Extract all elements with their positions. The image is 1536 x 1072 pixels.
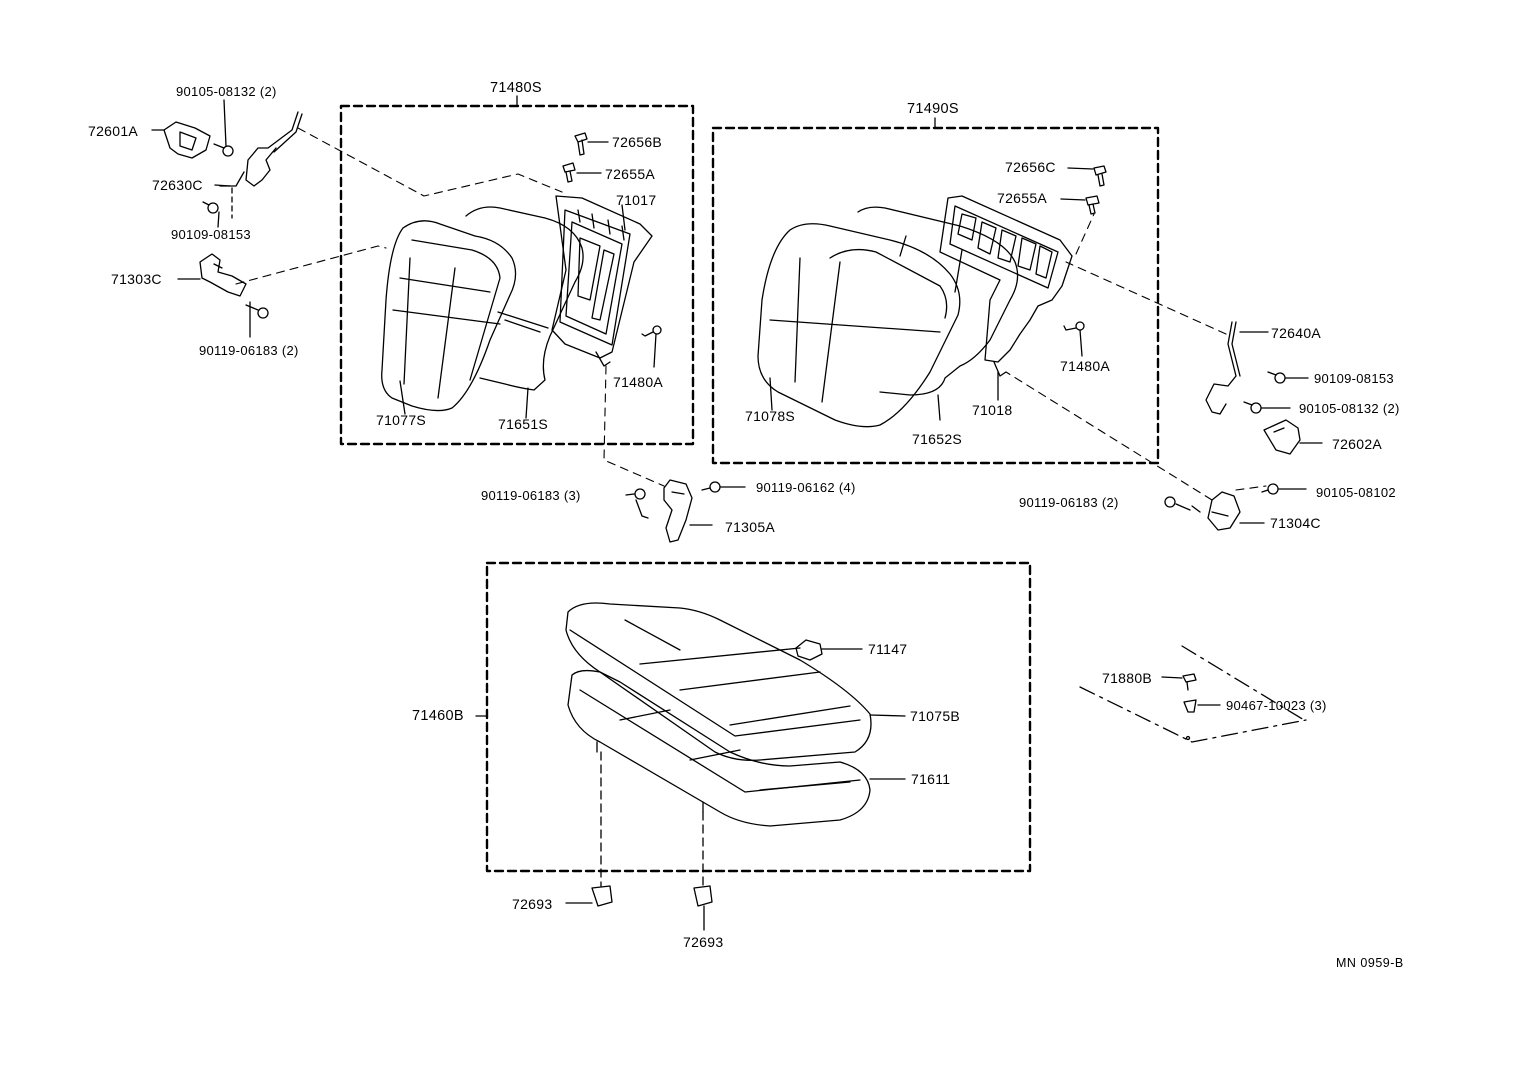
part-label-71304C: 71304C [1270, 515, 1321, 531]
hinge-71304C [1207, 491, 1265, 531]
bolt-72656B [574, 132, 609, 156]
group-label-71460B: 71460B [412, 708, 464, 724]
bolt-90109-08153-right [1267, 371, 1309, 384]
bolt-90119-06183-3 [625, 488, 649, 519]
part-label-72693-a: 72693 [512, 896, 553, 912]
diagram-reference: MN 0959-B [1336, 956, 1404, 970]
hinge-71305A [663, 479, 713, 543]
part-label-90119-06183-2-left: 90119-06183 (2) [199, 343, 299, 358]
part-label-72602A: 72602A [1332, 436, 1383, 452]
bolt-90105-08132-left [213, 99, 234, 157]
part-label-71611: 71611 [911, 771, 951, 787]
seatback-frame-71018 [939, 195, 1073, 401]
part-label-72630C: 72630C [152, 177, 203, 193]
assembly-lines [235, 127, 1267, 501]
bolt-90119-06183-2-right [1164, 496, 1201, 513]
bolt-71480A-left [641, 325, 662, 368]
part-label-90119-06183-2-right: 90119-06183 (2) [1019, 495, 1119, 510]
seatback-pad-71651S [465, 206, 584, 419]
part-label-71077S: 71077S [376, 412, 427, 428]
part-label-90109-08153-right: 90109-08153 [1314, 371, 1394, 386]
bolt-72656C [1067, 165, 1107, 187]
part-label-71303C: 71303C [111, 271, 162, 287]
seatback-pad-71652S [857, 206, 1019, 421]
part-label-90105-08102: 90105-08102 [1316, 485, 1396, 500]
hinge-72640A [1205, 321, 1269, 415]
bracket-72602A [1263, 419, 1323, 455]
bolt-90119-06162-4 [701, 481, 746, 493]
part-label-90109-08153-left: 90109-08153 [171, 227, 251, 242]
part-label-72656C: 72656C [1005, 159, 1056, 175]
group-label-71480S: 71480S [490, 80, 542, 96]
part-label-90467-10023: 90467-10023 (3) [1226, 698, 1327, 713]
bolt-90105-08102 [1261, 483, 1307, 495]
hinge-72630C [214, 111, 303, 187]
part-label-71480A-right: 71480A [1060, 358, 1111, 374]
bolt-90109-08153-left [202, 187, 233, 228]
part-label-71652S: 71652S [912, 431, 963, 447]
part-label-72655A-right: 72655A [997, 190, 1048, 206]
part-label-72601A: 72601A [88, 123, 139, 139]
bolt-90119-06183-2-left [245, 301, 269, 338]
part-label-90105-08132-right: 90105-08132 (2) [1299, 401, 1400, 416]
part-label-71147: 71147 [868, 641, 908, 657]
part-label-71018: 71018 [972, 402, 1013, 418]
cushion-pad-71611 [567, 669, 906, 827]
seatback-frame-71017 [551, 195, 653, 367]
bolt-72655A-left [562, 162, 602, 183]
clip-72693-a [565, 885, 613, 907]
part-label-71075B: 71075B [910, 708, 961, 724]
part-label-72640A: 72640A [1271, 325, 1322, 341]
part-label-72655A-left: 72655A [605, 166, 656, 182]
group-label-71490S: 71490S [907, 101, 959, 117]
part-label-72656B: 72656B [612, 134, 663, 150]
hinge-71303C [177, 253, 247, 297]
part-label-71305A: 71305A [725, 519, 776, 535]
bracket-72601A [151, 121, 211, 159]
bolt-72655A-right [1060, 195, 1100, 215]
part-label-71880B: 71880B [1102, 670, 1153, 686]
group-box-71460B [485, 561, 1032, 873]
bolt-90105-08132-right [1243, 401, 1291, 414]
cushion-cover-71075B [565, 602, 906, 761]
floor-panel [1079, 645, 1307, 743]
part-label-90105-08132-left: 90105-08132 (2) [176, 84, 277, 99]
part-label-72693-b: 72693 [683, 934, 724, 950]
nut-71147 [795, 639, 863, 661]
bolt-71480A-right [1063, 321, 1085, 357]
part-label-90119-06183-3: 90119-06183 (3) [481, 488, 581, 503]
group-box-71480S [339, 104, 695, 446]
part-label-71480A-left: 71480A [613, 374, 664, 390]
part-label-71017: 71017 [616, 192, 657, 208]
part-label-71651S: 71651S [498, 416, 549, 432]
part-label-71078S: 71078S [745, 408, 796, 424]
seatback-cover-71077S [381, 220, 517, 415]
seatback-cover-71078S [757, 223, 961, 428]
clip-72693-b [693, 885, 713, 931]
part-label-90119-06162-4: 90119-06162 (4) [756, 480, 856, 495]
